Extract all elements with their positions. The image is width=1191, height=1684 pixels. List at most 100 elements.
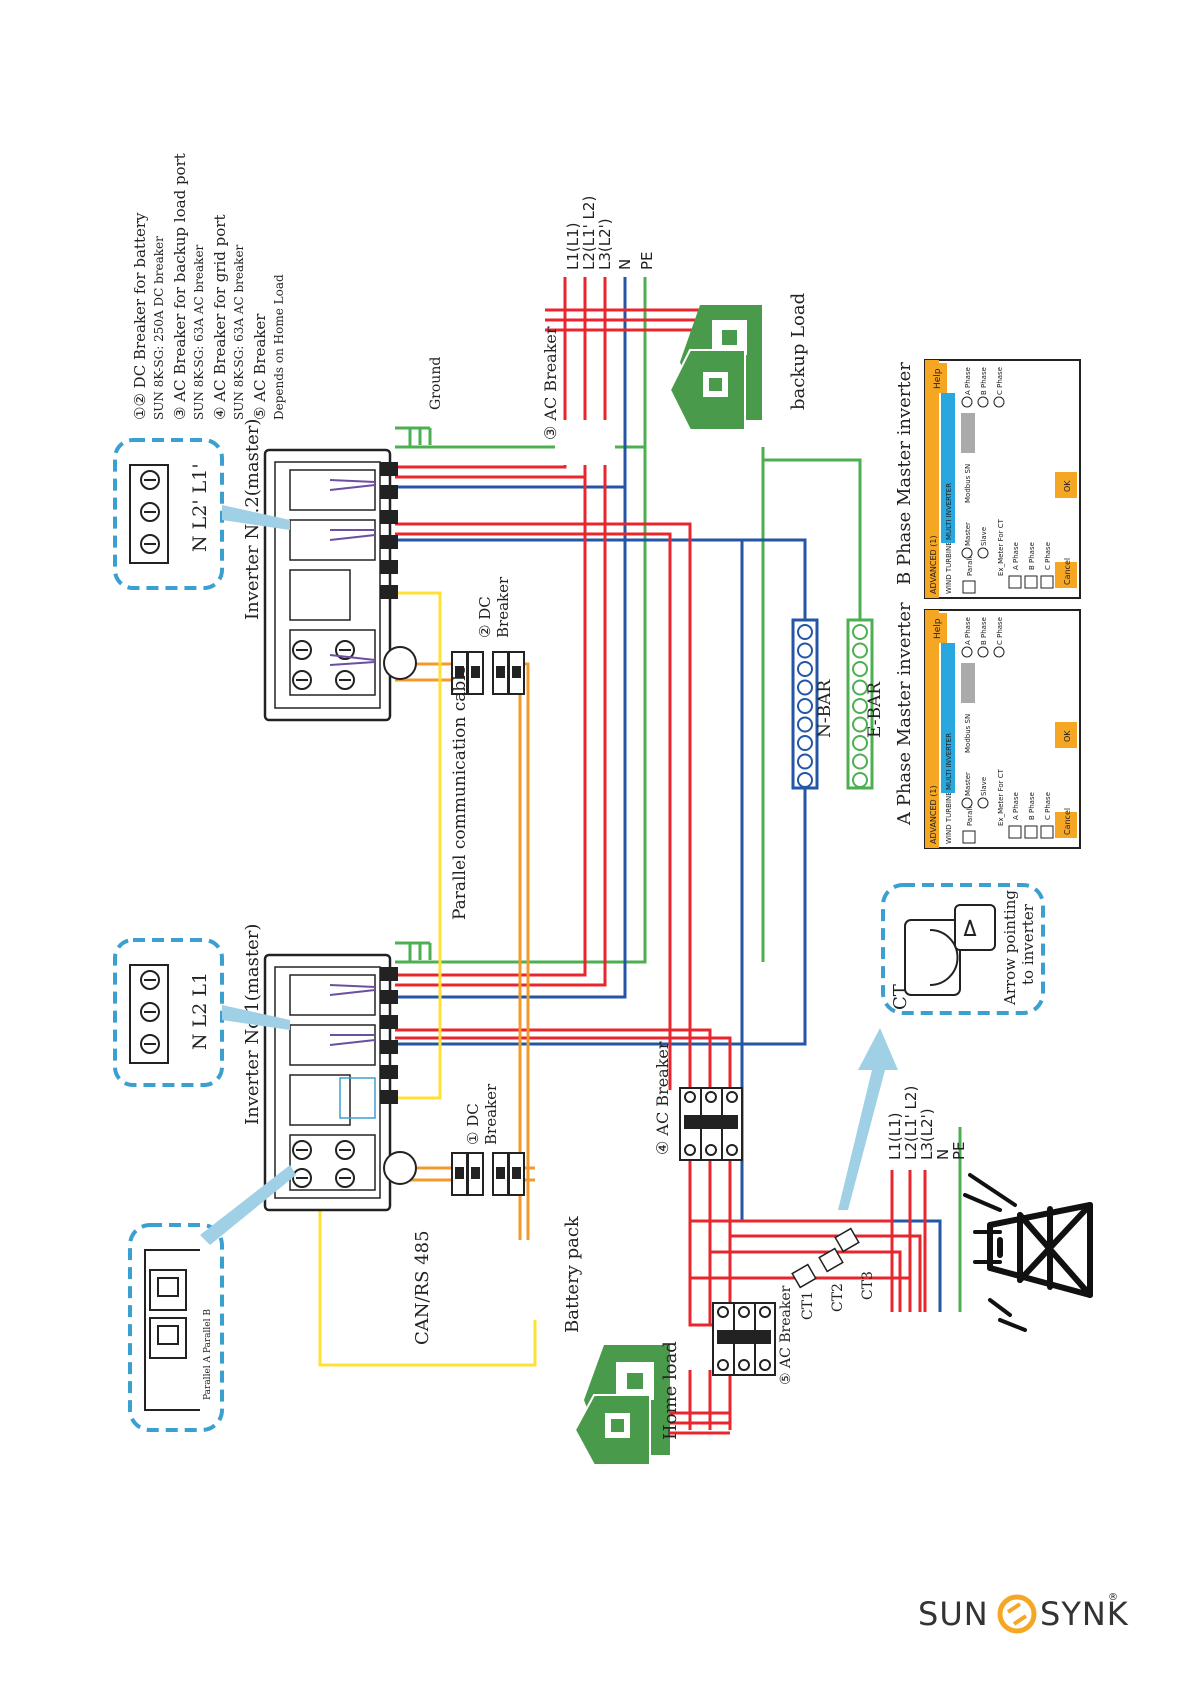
- grid-line-labels: L1(L1) L2(L1' L2) L3(L2') N PE: [886, 1086, 968, 1160]
- bus-bar-hole: [797, 735, 813, 751]
- screen-a-slave[interactable]: Slave: [980, 777, 988, 796]
- e-bar: [846, 618, 874, 790]
- ct-callout-label: CT: [890, 984, 911, 1010]
- screen-a-b-phase[interactable]: B Phase: [980, 617, 988, 645]
- screen-b-ok-button[interactable]: OK: [1063, 480, 1072, 492]
- screen-a-ct-c-phase[interactable]: C Phase: [1044, 792, 1052, 820]
- logo-registered-mark: ®: [1108, 1592, 1118, 1603]
- live-wire: [395, 1036, 732, 1090]
- bus-bar-hole: [797, 716, 813, 733]
- live-wire: [395, 1028, 712, 1090]
- clamp-ct-icon: [904, 904, 996, 996]
- e-bar-label: E-BAR: [865, 681, 885, 738]
- screen-a-tab-multi[interactable]: MULTI INVERTER: [945, 733, 953, 790]
- ct3-label: CT3: [860, 1271, 876, 1300]
- screen-b-slave[interactable]: Slave: [980, 527, 988, 546]
- screen-b-b-phase[interactable]: B Phase: [980, 367, 988, 395]
- screen-a-parallel[interactable]: Parallel: [966, 800, 974, 826]
- dc-breaker-1-label: ① DC: [464, 1103, 482, 1145]
- bus-bar-hole: [852, 679, 868, 696]
- screen-b-modbus: Modbus SN: [964, 464, 972, 503]
- dc-breaker-2-label: ② DC: [476, 596, 494, 638]
- bus-bar-hole: [797, 642, 813, 659]
- grid-pe-label: PE: [950, 1141, 968, 1160]
- legend-line-3: ③ AC Breaker for backup load port: [171, 153, 189, 420]
- screen-b-ex-meter: Ex_Meter For CT: [997, 518, 1005, 576]
- screen-b-tab-multi[interactable]: MULTI INVERTER: [945, 483, 953, 540]
- grid-l3-label: L3(L2'): [918, 1108, 936, 1160]
- legend-line-5: ④ AC Breaker for grid port: [211, 214, 229, 420]
- transmission-tower-icon: [963, 1173, 1093, 1332]
- screen-a-ct-b-phase[interactable]: B Phase: [1028, 792, 1036, 820]
- live-wire: [728, 1160, 922, 1312]
- backup-l3-label: L3(L2'): [596, 218, 614, 270]
- screen-b-help-button[interactable]: Help: [933, 368, 943, 389]
- legend: ①② DC Breaker for battery SUN 8K-SG: 250…: [131, 153, 286, 420]
- ct-callout: CT Arrow pointing to inverter: [838, 883, 1045, 1210]
- screen-a-tab-wind[interactable]: WIND TURBINE: [945, 791, 953, 844]
- screen-a-master[interactable]: Master: [964, 772, 972, 796]
- screen-b-ct-b-phase[interactable]: B Phase: [1028, 542, 1036, 570]
- bus-bar-hole: [852, 642, 868, 659]
- neutral-wire: [395, 788, 807, 1046]
- screen-a-help-button[interactable]: Help: [933, 618, 943, 639]
- screen-a-ct-a-phase[interactable]: A Phase: [1012, 792, 1020, 820]
- parallel-ports-label: Parallel A Parallel B: [203, 1309, 213, 1400]
- neutral-wire: [395, 487, 627, 999]
- inverter-1: Inverter No.1(master): [242, 924, 417, 1212]
- screen-a-c-phase[interactable]: C Phase: [996, 617, 1004, 645]
- bus-bar-hole: [797, 753, 813, 770]
- backup-pe-label: PE: [638, 251, 656, 270]
- ac-breaker-4-label: ④ AC Breaker: [653, 1041, 672, 1155]
- legend-line-1: ①② DC Breaker for battery: [131, 212, 149, 420]
- screen-b-tab-wind[interactable]: WIND TURBINE: [945, 541, 953, 594]
- ac-breaker-3-label: ③ AC Breaker: [541, 326, 560, 440]
- backup-load-house-icon: [668, 305, 762, 431]
- backup-n-label: N: [616, 259, 634, 270]
- home-load-label: Home load: [660, 1341, 681, 1440]
- screen-a-a-phase[interactable]: A Phase: [964, 617, 972, 645]
- screen-b-master[interactable]: Master: [964, 522, 972, 546]
- screen-b-cancel-button[interactable]: Cancel: [1063, 558, 1072, 585]
- bus-bar-hole: [797, 772, 813, 788]
- ct-callout-line-1: Arrow pointing: [1001, 890, 1019, 1006]
- screen-b-c-phase[interactable]: C Phase: [996, 367, 1004, 395]
- bus-bar-hole: [852, 661, 868, 677]
- bus-bar-hole: [852, 698, 868, 714]
- sunsynk-logo: SUN SYNK ®: [918, 1592, 1129, 1634]
- ac-breaker-4: ④ AC Breaker: [653, 1041, 743, 1161]
- inverter-2-terminal-labels: N L2' L1': [189, 463, 211, 552]
- bus-bar-hole: [852, 735, 868, 751]
- ac-breaker-5: ⑤ AC Breaker: [712, 1285, 794, 1385]
- ground-label: Ground: [428, 357, 444, 410]
- screen-a-cancel-button[interactable]: Cancel: [1063, 808, 1072, 835]
- screen-a-modbus: Modbus SN: [964, 714, 972, 753]
- screen-b-parallel[interactable]: Parallel: [966, 550, 974, 576]
- ac-breaker-5-label: ⑤ AC Breaker: [778, 1285, 794, 1385]
- comm-cable: [395, 591, 442, 1100]
- earth-wire: [763, 458, 862, 620]
- home-load-house-icon: [573, 1345, 670, 1466]
- screen-a-ok-button[interactable]: OK: [1063, 730, 1072, 742]
- screen-b-ct-a-phase[interactable]: A Phase: [1012, 542, 1020, 570]
- screen-b-a-phase[interactable]: A Phase: [964, 367, 972, 395]
- inverter-1-terminal-labels: N L2 L1: [189, 972, 211, 1050]
- grid-l1-label: L1(L1): [886, 1112, 904, 1160]
- screen-b-header: ADVANCED (1): [929, 535, 938, 594]
- backup-l1-label: L1(L1): [564, 222, 582, 270]
- screen-a-phase-master: ADVANCED (1) Help WIND TURBINE MULTI INV…: [924, 609, 1081, 849]
- dc-breaker-2-label-2: Breaker: [494, 576, 512, 638]
- legend-line-4: SUN 8K-SG: 63A AC breaker: [192, 244, 206, 420]
- screen-b-ct-c-phase[interactable]: C Phase: [1044, 542, 1052, 570]
- parallel-cable-label: Parallel communication cable: [450, 665, 470, 920]
- n-bar: [791, 618, 819, 790]
- battery-pack-label: Battery pack: [562, 1215, 583, 1333]
- inverter-2: Inverter No.2(master): [242, 419, 417, 722]
- logo-text-synk: SYNK: [1040, 1595, 1129, 1633]
- bus-bar-hole: [797, 661, 813, 677]
- neutral-wire: [395, 538, 807, 620]
- grid-l2-label: L2(L1' L2): [902, 1086, 920, 1160]
- screen-b-phase-master: ADVANCED (1) Help WIND TURBINE MULTI INV…: [924, 359, 1081, 599]
- backup-l2-label: L2(L1' L2): [580, 196, 598, 270]
- logo-text-sun: SUN: [918, 1595, 989, 1633]
